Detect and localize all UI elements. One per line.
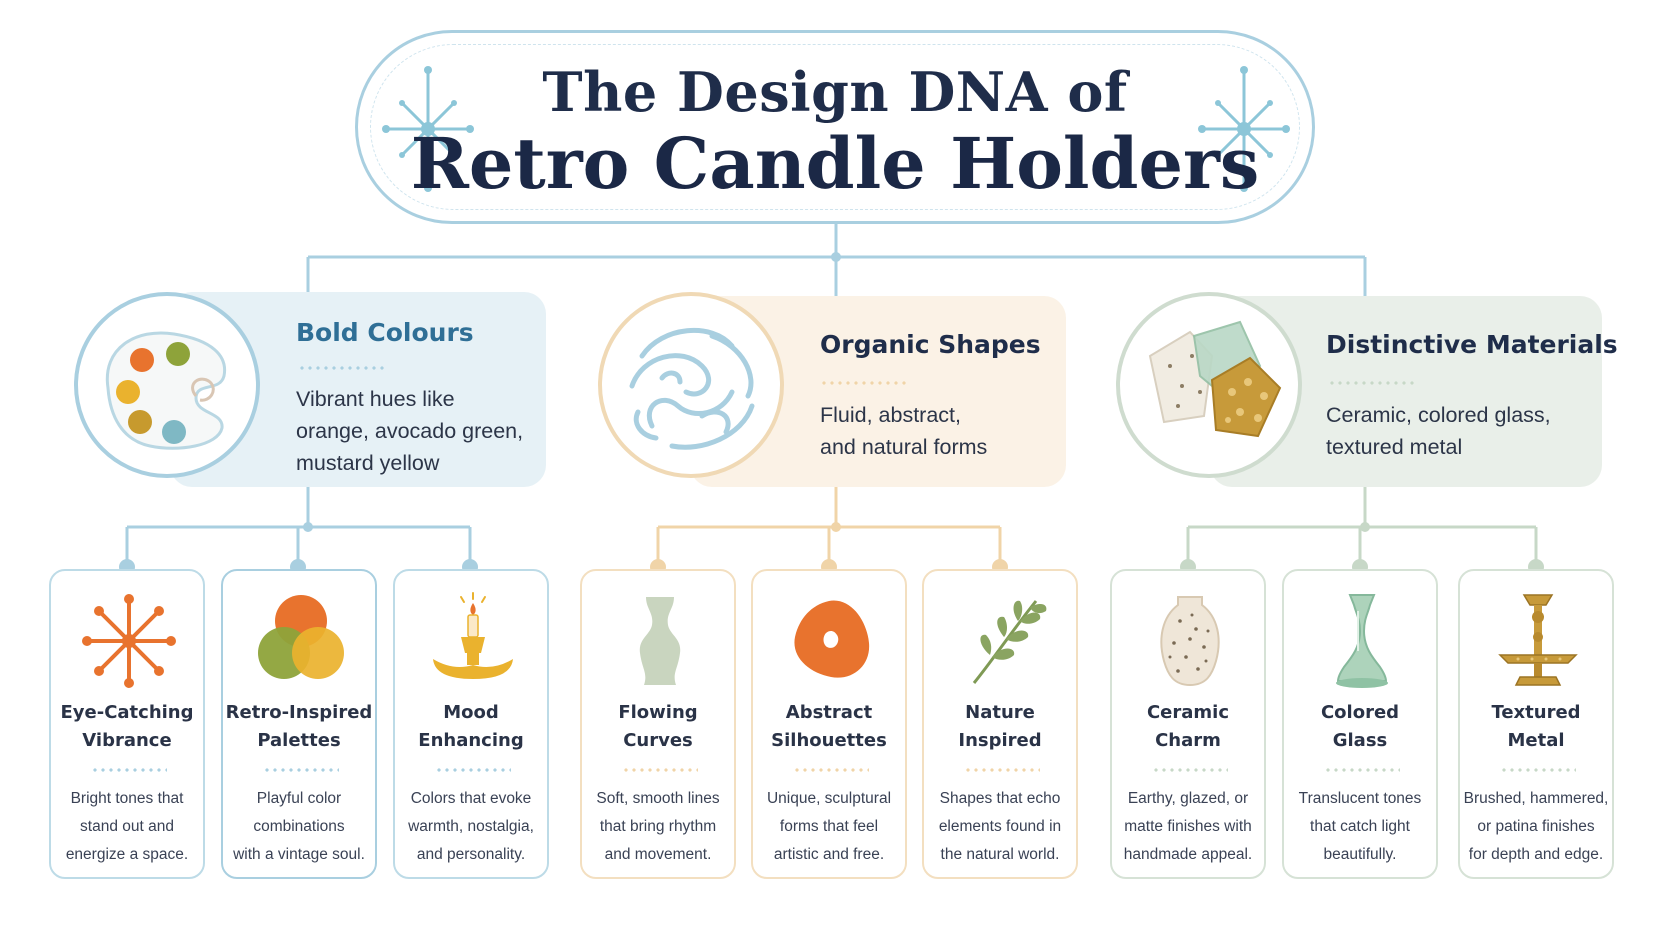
card-title: Colored Glass bbox=[1320, 702, 1400, 751]
card-description: Soft, smooth lines that bring rhythm and… bbox=[596, 790, 720, 863]
card-title: Textured Metal bbox=[1491, 702, 1581, 751]
category-divider bbox=[298, 366, 386, 370]
card-mood-enhancing: Mood Enhancing Colors that evoke warmth,… bbox=[393, 569, 549, 879]
card-divider bbox=[1324, 768, 1400, 772]
card-description: Shapes that echo elements found in the n… bbox=[938, 790, 1062, 863]
category-description: Fluid, abstract, and natural forms bbox=[820, 403, 988, 459]
title-line-2: Retro Candle Holders bbox=[410, 122, 1260, 205]
category-icon-circle bbox=[74, 292, 260, 478]
ceramic-vase-icon bbox=[1160, 596, 1220, 687]
glass-candlestick-icon bbox=[1336, 594, 1388, 688]
title-line-1: The Design DNA of bbox=[542, 60, 1128, 124]
card-nature-inspired: Nature Inspired Shapes that echo element… bbox=[922, 569, 1078, 879]
category-divider bbox=[1328, 381, 1416, 385]
candle-holder-icon bbox=[433, 592, 513, 679]
category-divider bbox=[820, 381, 908, 385]
card-divider bbox=[91, 768, 167, 772]
material-samples-icon bbox=[1148, 320, 1282, 438]
card-title: Ceramic Charm bbox=[1146, 702, 1230, 751]
card-divider bbox=[263, 768, 339, 772]
card-divider bbox=[793, 768, 869, 772]
card-description: Colors that evoke warmth, nostalgia, and… bbox=[408, 790, 534, 863]
card-description: Unique, sculptural forms that feel artis… bbox=[766, 790, 892, 863]
card-divider bbox=[1500, 768, 1576, 772]
title-banner bbox=[355, 30, 1315, 224]
starburst-icon bbox=[82, 594, 176, 688]
card-abstract-silhouettes: Abstract Silhouettes Unique, sculptural … bbox=[751, 569, 907, 879]
card-retro-inspired-palettes: Retro-Inspired Palettes Playful color co… bbox=[221, 569, 377, 879]
category-title: Distinctive Materials bbox=[1326, 330, 1618, 359]
card-ceramic-charm: Ceramic Charm Earthy, glazed, or matte f… bbox=[1110, 569, 1266, 879]
category-title: Organic Shapes bbox=[820, 330, 1041, 359]
category-icon-circle bbox=[598, 292, 784, 478]
card-divider bbox=[435, 768, 511, 772]
card-divider bbox=[622, 768, 698, 772]
card-description: Earthy, glazed, or matte finishes with h… bbox=[1123, 790, 1253, 863]
card-title: Eye-Catching Vibrance bbox=[60, 702, 194, 751]
color-circles-icon bbox=[258, 595, 344, 679]
card-textured-metal: Textured Metal Brushed, hammered, or pat… bbox=[1458, 569, 1614, 879]
category-description: Ceramic, colored glass, textured metal bbox=[1326, 403, 1551, 459]
card-divider bbox=[1152, 768, 1228, 772]
swirl-pattern-icon bbox=[629, 327, 755, 450]
card-title: Mood Enhancing bbox=[418, 702, 524, 751]
card-title: Abstract Silhouettes bbox=[771, 702, 887, 751]
card-title: Retro-Inspired Palettes bbox=[225, 702, 373, 751]
card-description: Translucent tones that catch light beaut… bbox=[1298, 790, 1422, 863]
category-description: Vibrant hues like orange, avocado green,… bbox=[296, 387, 524, 475]
sparkle-star-right-icon bbox=[1198, 66, 1290, 192]
card-flowing-curves: Flowing Curves Soft, smooth lines that b… bbox=[580, 569, 736, 879]
metal-candlestick-icon bbox=[1498, 594, 1578, 686]
sparkle-star-left-icon bbox=[382, 66, 474, 192]
card-colored-glass: Colored Glass Translucent tones that cat… bbox=[1282, 569, 1438, 879]
card-description: Playful color combinations with a vintag… bbox=[233, 790, 365, 863]
abstract-blob-icon bbox=[794, 600, 870, 678]
curvy-vase-icon bbox=[639, 597, 681, 685]
palette-icon bbox=[105, 331, 227, 450]
title-banner-inner-border bbox=[370, 44, 1300, 210]
card-description: Brushed, hammered, or patina finishes fo… bbox=[1463, 790, 1609, 863]
card-description: Bright tones that stand out and energize… bbox=[65, 790, 189, 863]
category-title: Bold Colours bbox=[296, 318, 474, 347]
leaf-branch-icon bbox=[972, 600, 1047, 684]
card-title: Flowing Curves bbox=[618, 702, 698, 751]
card-eye-catching-vibrance: Eye-Catching Vibrance Bright tones that … bbox=[49, 569, 205, 879]
card-title: Nature Inspired bbox=[958, 702, 1042, 751]
category-icon-circle bbox=[1116, 292, 1302, 478]
card-divider bbox=[964, 768, 1040, 772]
